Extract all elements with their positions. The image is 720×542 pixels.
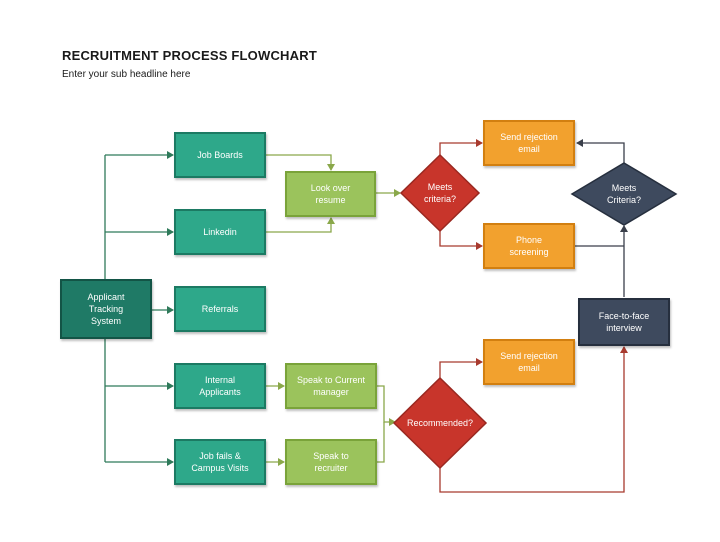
linkedin-node: Linkedin bbox=[174, 209, 266, 255]
meets-criteria-diamond-2 bbox=[570, 162, 678, 226]
send-rejection-email-node-1: Send rejection email bbox=[483, 120, 575, 166]
meets-criteria-diamond-1 bbox=[399, 153, 481, 233]
send-rejection-email-node-2: Send rejection email bbox=[483, 339, 575, 385]
speak-to-manager-node: Speak to Current manager bbox=[285, 363, 377, 409]
decision-connectors bbox=[439, 139, 628, 493]
job-fairs-campus-visits-node: Job fails & Campus Visits bbox=[174, 439, 266, 485]
page-subtitle: Enter your sub headline here bbox=[62, 69, 191, 80]
look-over-resume-node: Look over resume bbox=[285, 171, 376, 217]
recommended-diamond bbox=[392, 376, 488, 470]
ats-branch-connectors bbox=[104, 151, 174, 466]
face-to-face-interview-node: Face-to-face interview bbox=[578, 298, 670, 346]
meets-criteria-label-2: Meets Criteria? bbox=[606, 183, 641, 205]
page-title: RECRUITMENT PROCESS FLOWCHART bbox=[62, 48, 317, 63]
screening-connectors bbox=[265, 154, 401, 466]
phone-screening-node: Phone screening bbox=[483, 223, 575, 269]
meets-criteria-label-1: Meets criteria? bbox=[423, 182, 456, 204]
speak-to-recruiter-node: Speak to recruiter bbox=[285, 439, 377, 485]
internal-applicants-node: Internal Applicants bbox=[174, 363, 266, 409]
recommended-label: Recommended? bbox=[406, 418, 474, 428]
applicant-tracking-system-node: Applicant Tracking System bbox=[60, 279, 152, 339]
referrals-node: Referrals bbox=[174, 286, 266, 332]
job-boards-node: Job Boards bbox=[174, 132, 266, 178]
interview-connectors bbox=[574, 139, 628, 297]
